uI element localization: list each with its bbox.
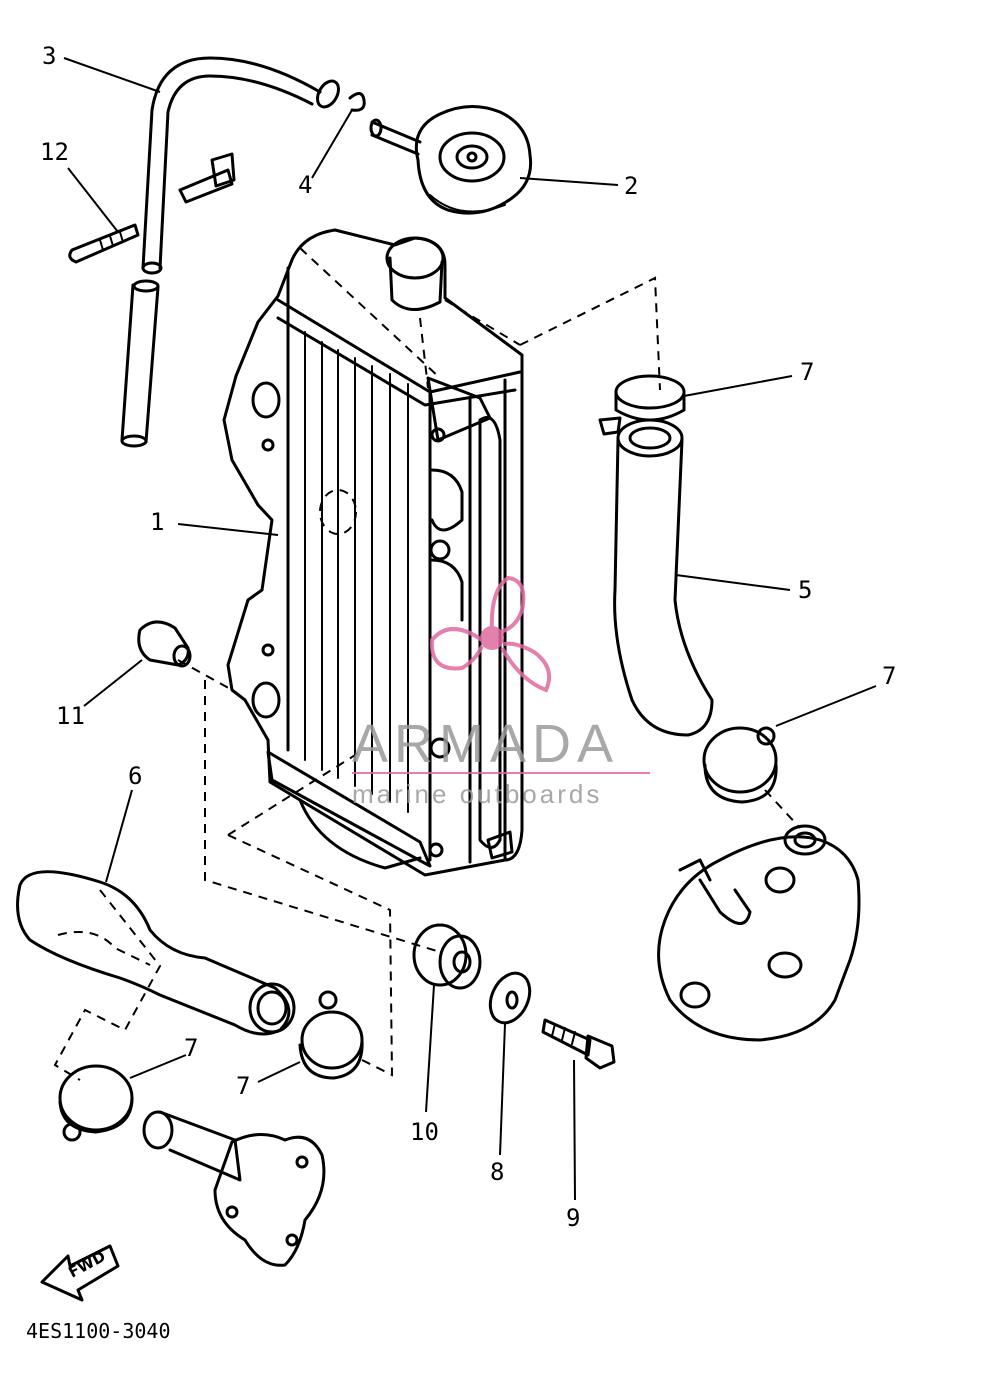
callout-11: 11 [56, 702, 85, 730]
callout-8: 8 [490, 1158, 504, 1186]
callout-7-upper: 7 [800, 358, 814, 386]
callout-1: 1 [150, 508, 164, 536]
watermark-subtitle: marine outboards [352, 779, 602, 809]
callout-labels: 1 2 3 4 5 6 7 7 7 7 8 9 10 11 12 [40, 42, 896, 1232]
cylinder-head-cover [657, 824, 861, 1042]
watermark: ARMADA marine outboards [352, 575, 650, 809]
bolt [541, 1018, 616, 1070]
callout-9: 9 [566, 1204, 580, 1232]
radiator-cap [369, 105, 533, 215]
propeller-logo-icon [429, 575, 551, 693]
callout-7-right: 7 [882, 662, 896, 690]
callout-2: 2 [624, 172, 638, 200]
collar [137, 620, 192, 668]
callout-10: 10 [410, 1118, 439, 1146]
assembly-lines [53, 276, 801, 1081]
washer [488, 971, 532, 1025]
callout-7-lower-left: 7 [184, 1034, 198, 1062]
drawing-number: 4ES1100-3040 [26, 1319, 171, 1343]
callout-7-lower-center: 7 [236, 1072, 250, 1100]
grommet [412, 923, 482, 990]
lower-hose [16, 870, 296, 1036]
overflow-hose [120, 56, 340, 448]
callout-5: 5 [798, 576, 812, 604]
water-pump-housing [142, 1110, 326, 1267]
leader-lines [63, 57, 877, 1201]
radiator [222, 228, 524, 877]
callout-3: 3 [42, 42, 56, 70]
watermark-title: ARMADA [352, 714, 619, 774]
upper-hose [613, 418, 714, 737]
hose-clamps [58, 374, 778, 1142]
cable-tie [68, 152, 236, 264]
hose-clip [348, 92, 366, 112]
fwd-arrow-icon: FWD [40, 1244, 120, 1302]
callout-12: 12 [40, 138, 69, 166]
callout-6: 6 [128, 762, 142, 790]
callout-4: 4 [298, 171, 312, 199]
